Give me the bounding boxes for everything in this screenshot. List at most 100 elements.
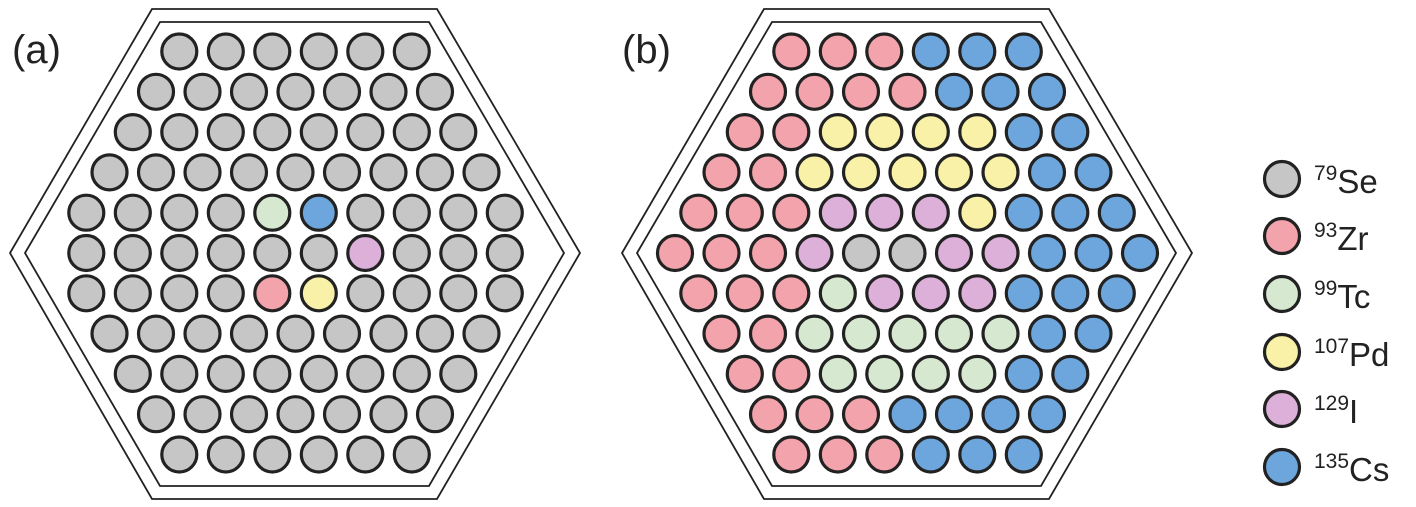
- fuel-pin-se: [346, 354, 385, 393]
- fuel-pin-se: [113, 233, 152, 273]
- fuel-pin-cs: [1004, 193, 1043, 232]
- fuel-pin-tc: [934, 314, 974, 353]
- fuel-pin-se: [439, 233, 478, 273]
- fuel-pin-se: [253, 435, 292, 474]
- fuel-pin-se: [160, 435, 199, 474]
- fuel-pin-zr: [865, 32, 904, 71]
- legend-item-se: 79Se: [1262, 159, 1378, 200]
- fuel-pin-i: [911, 193, 950, 232]
- fuel-pin-se: [136, 314, 176, 353]
- fuel-pin-se: [346, 435, 385, 474]
- fuel-pin-zr: [772, 193, 811, 232]
- fuel-pin-se: [160, 233, 199, 273]
- fuel-pin-se: [392, 113, 431, 152]
- fuel-pin-cs: [1004, 354, 1043, 393]
- legend-item-tc: 99Tc: [1262, 274, 1370, 315]
- fuel-pin-se: [183, 72, 222, 111]
- fuel-pin-i: [934, 233, 974, 273]
- fuel-pin-zr: [865, 435, 904, 474]
- fuel-pin-se: [67, 233, 106, 273]
- fuel-pin-pd: [958, 193, 997, 232]
- fuel-pin-cs: [1097, 193, 1136, 232]
- fuel-pin-cs: [911, 32, 950, 71]
- fuel-pin-zr: [725, 113, 764, 152]
- fuel-pin-zr: [818, 435, 857, 474]
- fuel-pin-se: [392, 274, 431, 313]
- fuel-pin-se: [229, 153, 269, 192]
- fuel-pin-se: [485, 274, 524, 313]
- fuel-pin-se: [346, 193, 385, 232]
- fuel-pin-se: [841, 233, 881, 273]
- fuel-pin-zr: [818, 32, 857, 71]
- fuel-pin-se: [415, 314, 455, 353]
- fuel-pin-pd: [981, 153, 1020, 192]
- legend-element-pd: Pd: [1349, 336, 1389, 373]
- fuel-pin-se: [113, 113, 152, 152]
- fuel-pin-se: [462, 314, 501, 353]
- fuel-pin-cs: [981, 72, 1020, 111]
- svg-text:79Se: 79Se: [1314, 162, 1378, 200]
- fuel-pin-cs: [1027, 233, 1067, 273]
- fuel-pin-cs: [1004, 32, 1043, 71]
- fuel-pin-se: [229, 395, 269, 434]
- fuel-pin-se: [136, 395, 176, 434]
- fuel-pin-i: [981, 233, 1020, 273]
- fuel-pin-se: [392, 233, 431, 273]
- fuel-pin-se: [276, 72, 315, 111]
- legend-mass-pd: 107: [1314, 335, 1349, 358]
- fuel-pin-se: [253, 113, 292, 152]
- fuel-pin-tc: [818, 274, 857, 313]
- fuel-pin-se: [113, 274, 152, 313]
- fuel-pin-tc: [865, 354, 904, 393]
- fuel-pin-se: [206, 354, 245, 393]
- legend-mass-zr: 93: [1314, 219, 1337, 242]
- legend-item-pd: 107Pd: [1262, 332, 1389, 373]
- fuel-pin-pd: [818, 113, 857, 152]
- fuel-pin-cs: [958, 435, 997, 474]
- fuel-pin-se: [439, 354, 478, 393]
- legend-item-cs: 135Cs: [1262, 447, 1389, 488]
- fuel-pin-i: [346, 233, 385, 273]
- fuel-pin-se: [229, 72, 269, 111]
- fuel-pin-se: [276, 153, 315, 192]
- svg-text:93Zr: 93Zr: [1314, 219, 1369, 257]
- legend-item-i: 129I: [1262, 389, 1358, 430]
- legend-mass-se: 79: [1314, 162, 1337, 185]
- fuel-pin-se: [206, 233, 245, 273]
- fuel-pin-se: [113, 354, 152, 393]
- fuel-pin-pd: [865, 113, 904, 152]
- fuel-pin-tc: [958, 354, 997, 393]
- fuel-pin-se: [346, 32, 385, 71]
- fuel-pin-pd: [888, 153, 927, 192]
- fuel-pin-se: [439, 193, 478, 232]
- panel-b: (b): [620, 8, 1194, 500]
- fuel-pin-se: [888, 233, 927, 273]
- legend-item-zr: 93Zr: [1262, 216, 1369, 257]
- fuel-pin-se: [322, 314, 362, 353]
- fuel-pin-i: [958, 274, 997, 313]
- fuel-pin-se: [276, 314, 315, 353]
- fuel-pin-se: [485, 193, 524, 232]
- legend-swatch-zr: [1262, 216, 1302, 256]
- fuel-pin-se: [369, 72, 408, 111]
- fuel-pin-se: [462, 153, 501, 192]
- fuel-pin-tc: [795, 314, 834, 353]
- panel-label-b: (b): [622, 28, 671, 72]
- fuel-pin-cs: [1027, 72, 1067, 111]
- fuel-pin-cs: [1027, 153, 1067, 192]
- fuel-pin-pd: [841, 153, 881, 192]
- fuel-pin-se: [439, 113, 478, 152]
- fuel-pin-se: [369, 314, 408, 353]
- fuel-pin-zr: [748, 314, 788, 353]
- fuel-pin-se: [346, 274, 385, 313]
- fuel-pin-cs: [934, 395, 974, 434]
- fuel-pin-se: [160, 193, 199, 232]
- fuel-pin-zr: [655, 233, 695, 273]
- fuel-pin-tc: [818, 354, 857, 393]
- fuel-pin-zr: [748, 395, 788, 434]
- legend-element-se: Se: [1337, 163, 1377, 200]
- fuel-pin-pd: [299, 274, 338, 313]
- legend-swatch-tc: [1262, 274, 1302, 314]
- fuel-pin-se: [113, 193, 152, 232]
